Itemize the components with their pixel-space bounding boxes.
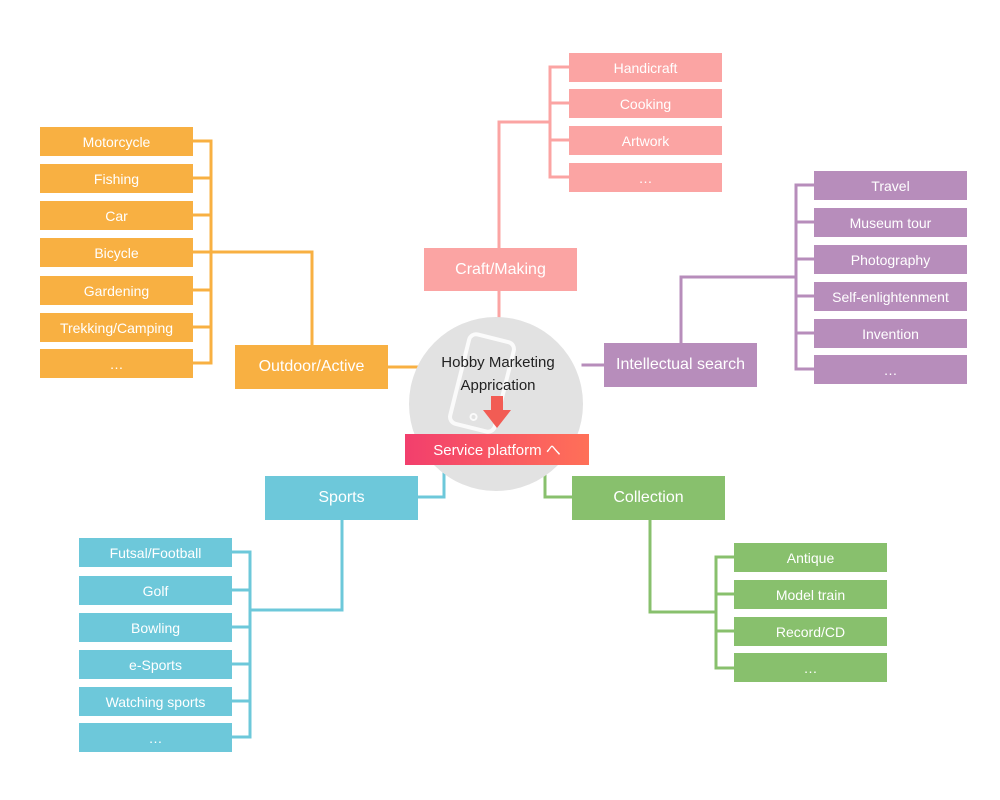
sports-item-watching-sports: Watching sports [79, 687, 232, 716]
center-title-line1: Hobby Marketing [441, 354, 555, 371]
sports-item-more: … [79, 723, 232, 752]
outdoor-item-more: … [40, 349, 193, 378]
intellectual-item-photography: Photography [814, 245, 967, 274]
down-arrow-icon [483, 396, 511, 428]
intellectual-item-self-enlightenment: Self-enlightenment [814, 282, 967, 311]
sports-connector [230, 471, 446, 739]
sports-item-e-sports: e-Sports [79, 650, 232, 679]
sports-item-bowling: Bowling [79, 613, 232, 642]
craft-item-more: … [569, 163, 722, 192]
outdoor-item-fishing: Fishing [40, 164, 193, 193]
intellectual-connector [581, 183, 816, 371]
collection-item-antique: Antique [734, 543, 887, 572]
craft-item-cooking: Cooking [569, 89, 722, 118]
outdoor-item-car: Car [40, 201, 193, 230]
branch-outdoor: Outdoor/Active [235, 345, 388, 389]
outdoor-item-motorcycle: Motorcycle [40, 127, 193, 156]
collection-connector [543, 473, 736, 670]
intellectual-item-more: … [814, 355, 967, 384]
craft-item-handicraft: Handicraft [569, 53, 722, 82]
branch-collection: Collection [572, 476, 725, 520]
center-title-line2: Apprication [460, 377, 536, 394]
outdoor-item-bicycle: Bicycle [40, 238, 193, 267]
intellectual-item-invention: Invention [814, 319, 967, 348]
collection-item-record-cd: Record/CD [734, 617, 887, 646]
craft-connector [497, 65, 571, 322]
sports-item-futsal-football: Futsal/Football [79, 538, 232, 567]
collection-item-model-train: Model train [734, 580, 887, 609]
service-platform-banner: Service platform へ [405, 434, 589, 465]
collection-item-more: … [734, 653, 887, 682]
outdoor-item-trekking-camping: Trekking/Camping [40, 313, 193, 342]
outdoor-item-gardening: Gardening [40, 276, 193, 305]
branch-sports: Sports [265, 476, 418, 520]
center-title: Hobby Marketing Apprication [413, 351, 583, 397]
craft-item-artwork: Artwork [569, 126, 722, 155]
branch-craft: Craft/Making [424, 248, 577, 291]
intellectual-item-travel: Travel [814, 171, 967, 200]
outdoor-connector [191, 139, 420, 369]
sports-item-golf: Golf [79, 576, 232, 605]
branch-intellectual: Intellectual search [604, 343, 757, 387]
intellectual-item-museum-tour: Museum tour [814, 208, 967, 237]
